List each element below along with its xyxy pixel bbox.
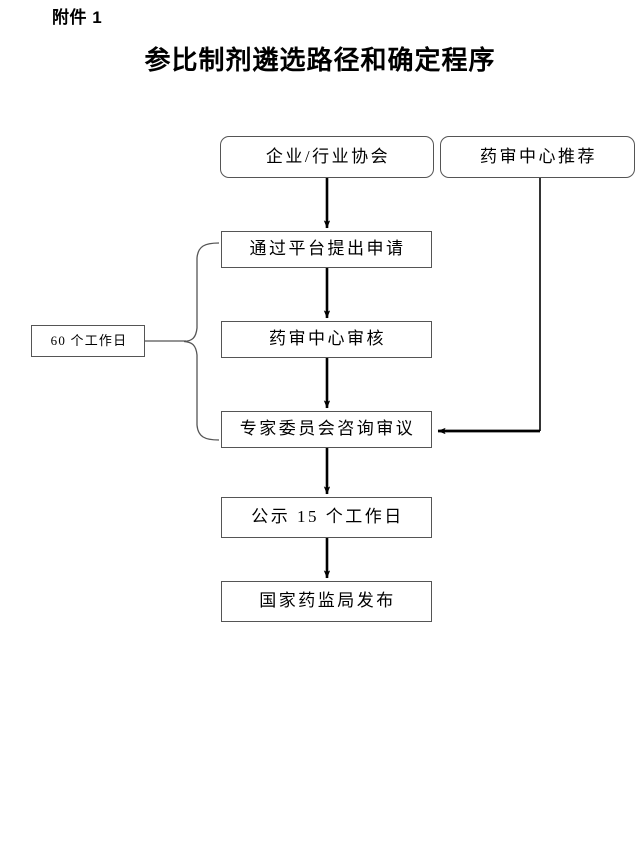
- attachment-label: 附件 1: [52, 8, 103, 27]
- flow-node-apply-platform[interactable]: 通过平台提出申请: [221, 231, 432, 268]
- flow-node-cde-recommend-label: 药审中心推荐: [480, 146, 597, 166]
- flow-node-apply-platform-label: 通过平台提出申请: [249, 239, 406, 259]
- flow-node-enterprise[interactable]: 企业/行业协会: [220, 136, 434, 178]
- flow-node-publicity[interactable]: 公示 15 个工作日: [221, 497, 432, 538]
- flow-node-enterprise-label: 企业/行业协会: [265, 146, 391, 166]
- flow-node-60-workdays-label: 60 个工作日: [50, 333, 128, 349]
- page-title: 参比制剂遴选路径和确定程序: [144, 46, 496, 75]
- flow-node-60-workdays[interactable]: 60 个工作日: [31, 325, 145, 357]
- flow-node-expert-committee[interactable]: 专家委员会咨询审议: [221, 411, 432, 448]
- flow-node-publicity-label: 公示 15 个工作日: [251, 507, 404, 527]
- flow-node-nmpa-release-label: 国家药监局发布: [259, 591, 396, 611]
- flow-node-expert-committee-label: 专家委员会咨询审议: [239, 419, 416, 439]
- flow-node-nmpa-release[interactable]: 国家药监局发布: [221, 581, 432, 622]
- flow-node-cde-review-label: 药审中心审核: [269, 329, 386, 349]
- flow-node-cde-recommend[interactable]: 药审中心推荐: [440, 136, 635, 178]
- brace-60-workdays: [183, 242, 220, 441]
- flow-node-cde-review[interactable]: 药审中心审核: [221, 321, 432, 358]
